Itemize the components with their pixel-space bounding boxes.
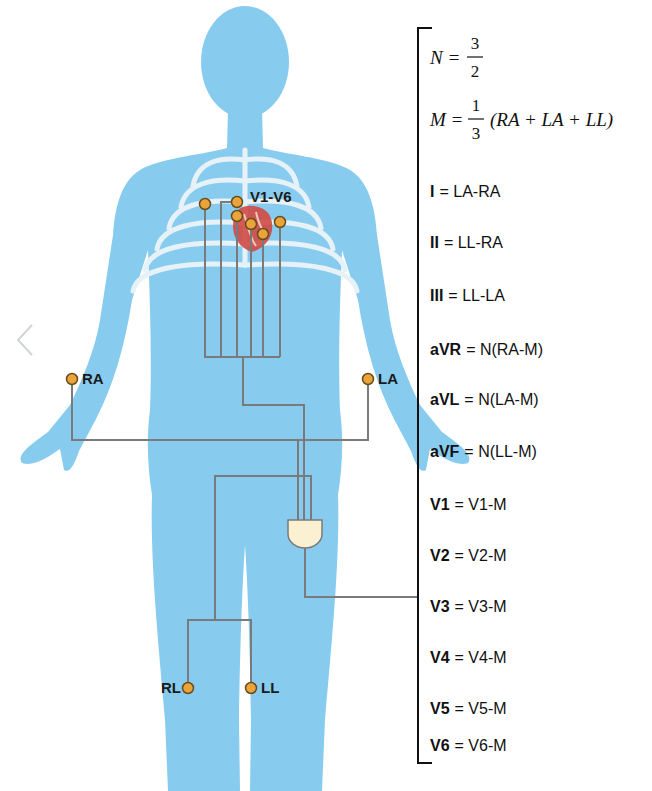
ribcage (133, 150, 357, 291)
body-silhouette (21, 6, 470, 791)
lead-formula: = V3-M (455, 597, 507, 616)
lead-name: aVR (430, 340, 461, 359)
fraction-number: 3 (471, 34, 480, 54)
lead-wires (72, 202, 418, 688)
electrode-label: V1-V6 (250, 188, 292, 206)
lead-name: aVF (430, 442, 459, 461)
lead-name: aVL (430, 390, 459, 409)
formula-text: M = (430, 109, 463, 132)
lead-name: V6 (430, 736, 450, 755)
lead-formula: = N(LA-M) (464, 390, 538, 409)
formula-text: N = (430, 47, 460, 70)
fraction-number: 3 (472, 124, 481, 144)
electrode-label: LL (261, 679, 279, 697)
lead-formula: = V4-M (455, 648, 507, 667)
lead-formula: = LL-RA (444, 233, 503, 252)
lead-formula: = V5-M (455, 699, 507, 718)
lead-formula: = LA-RA (439, 182, 500, 201)
lead-formula: = LL-LA (448, 286, 504, 305)
lead-name: I (430, 182, 434, 201)
ecg-device (288, 520, 322, 548)
lead-name: V1 (430, 495, 450, 514)
lead-name: III (430, 286, 443, 305)
lead-formula: = V1-M (455, 495, 507, 514)
fraction-bar (468, 118, 484, 119)
fraction-bar (467, 56, 483, 57)
lead-name: II (430, 233, 439, 252)
bracket (418, 28, 432, 763)
lead-formula: = N(RA-M) (466, 340, 543, 359)
lead-name: V4 (430, 648, 450, 667)
lead-name: V2 (430, 546, 450, 565)
electrode-label: LA (378, 370, 398, 388)
lead-name: V5 (430, 699, 450, 718)
fraction-number: 2 (471, 62, 480, 82)
lead-formula: = N(LL-M) (464, 442, 536, 461)
nav-arrow (18, 325, 32, 355)
electrodes (67, 197, 374, 694)
lead-formula: = V6-M (455, 736, 507, 755)
electrode-label: RL (161, 679, 181, 697)
electrode-label: RA (82, 370, 104, 388)
fraction-number: 1 (472, 96, 481, 116)
formula-text: (RA + LA + LL) (490, 109, 613, 132)
lead-formula: = V2-M (455, 546, 507, 565)
lead-name: V3 (430, 597, 450, 616)
